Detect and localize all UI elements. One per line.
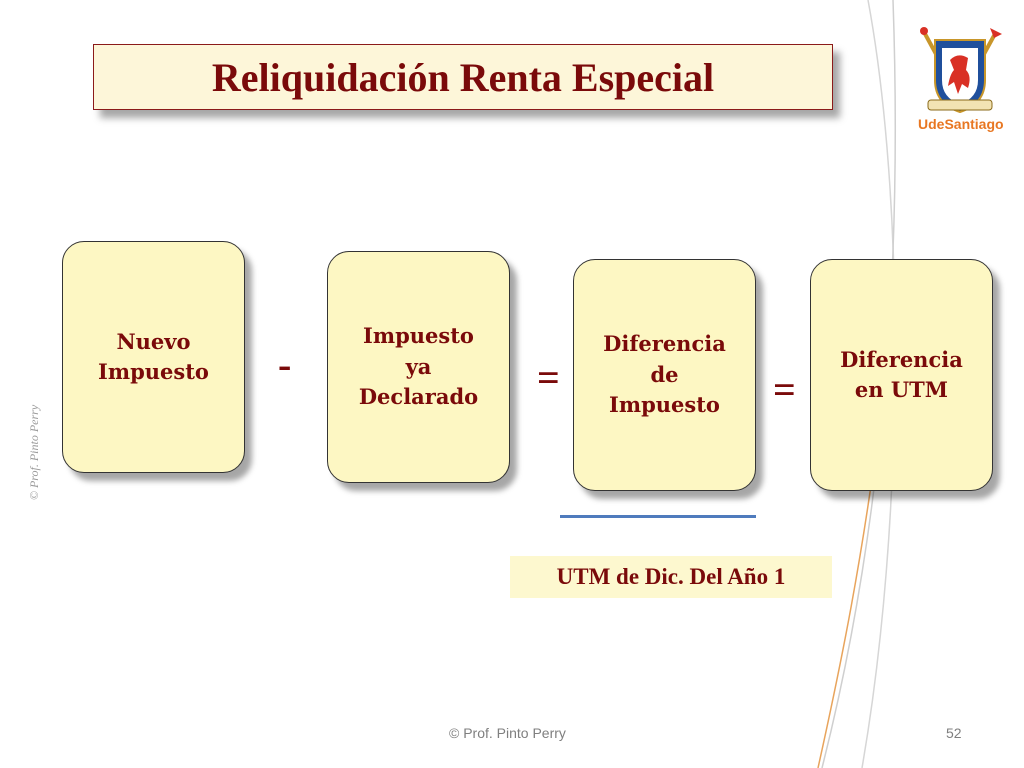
slide-title: Reliquidación Renta Especial	[211, 54, 715, 100]
box-label: Diferencia en UTM	[840, 346, 963, 402]
box-label: Diferencia de Impuesto	[603, 331, 726, 418]
equals-operator: =	[773, 367, 796, 412]
box-label: Nuevo Impuesto	[98, 328, 209, 384]
box-label: Impuesto ya Declarado	[358, 323, 479, 410]
box-impuesto-declarado: Impuesto ya Declarado	[327, 251, 510, 483]
box-diferencia-utm: Diferencia en UTM	[810, 259, 993, 491]
vertical-copyright-text: © Prof. Pinto Perry	[27, 404, 42, 500]
division-line	[560, 515, 756, 518]
footer-copyright: © Prof. Pinto Perry	[449, 725, 566, 741]
minus-operator: -	[278, 342, 292, 387]
box-nuevo-impuesto: Nuevo Impuesto	[62, 241, 245, 473]
vertical-copyright: © Prof. Pinto Perry	[22, 392, 48, 512]
box-diferencia-impuesto: Diferencia de Impuesto	[573, 259, 756, 491]
utm-note: UTM de Dic. Del Año 1	[510, 556, 832, 598]
logo-text: UdeSantiago	[918, 116, 1004, 132]
utm-note-text: UTM de Dic. Del Año 1	[556, 564, 786, 589]
university-crest-icon	[920, 27, 1002, 114]
page-number: 52	[946, 725, 962, 741]
title-banner: Reliquidación Renta Especial	[93, 44, 833, 110]
equals-operator: =	[537, 355, 560, 400]
